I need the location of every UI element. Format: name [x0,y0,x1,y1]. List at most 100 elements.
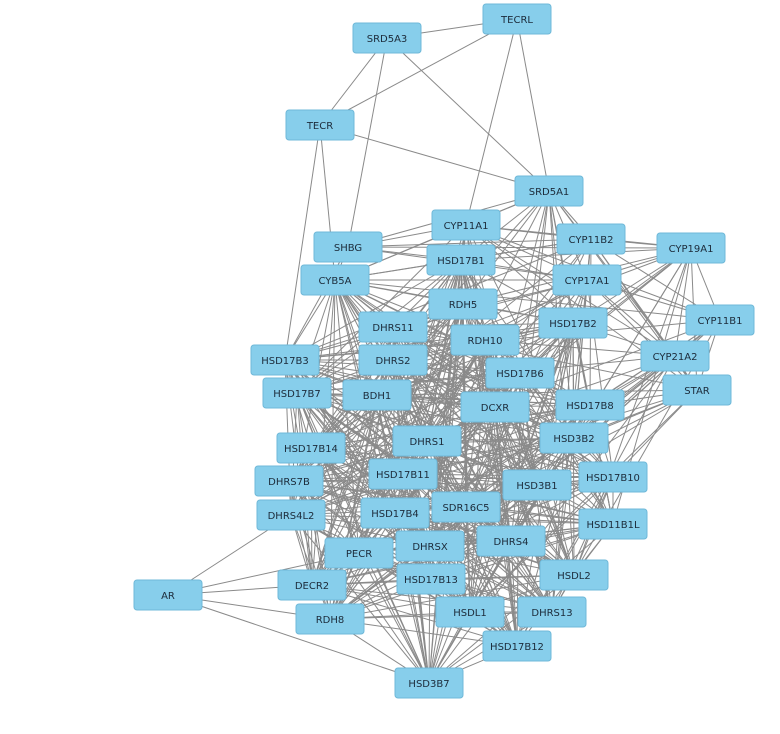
node-dhrs11[interactable]: DHRS11 [358,311,428,343]
node-box[interactable] [450,324,520,356]
node-box[interactable] [555,389,625,421]
node-hsd11b1l[interactable]: HSD11B1L [578,508,648,540]
node-box[interactable] [394,667,464,699]
node-box[interactable] [358,344,428,376]
node-pecr[interactable]: PECR [324,537,394,569]
node-box[interactable] [662,374,732,406]
node-dhrsx[interactable]: DHRSX [395,530,465,562]
node-hsdl2[interactable]: HSDL2 [539,559,609,591]
node-hsd3b1[interactable]: HSD3B1 [502,469,572,501]
node-star[interactable]: STAR [662,374,732,406]
node-cyp11a1[interactable]: CYP11A1 [431,209,501,241]
node-box[interactable] [539,559,609,591]
node-label: HSDL2 [557,571,591,582]
node-box[interactable] [656,232,726,264]
node-dhrs4[interactable]: DHRS4 [476,525,546,557]
node-box[interactable] [262,377,332,409]
node-box[interactable] [360,497,430,529]
node-tecr[interactable]: TECR [285,109,355,141]
node-cyp11b1[interactable]: CYP11B1 [685,304,755,336]
node-dhrs4l2[interactable]: DHRS4L2 [256,499,326,531]
node-tecrl[interactable]: TECRL [482,3,552,35]
node-box[interactable] [556,223,626,255]
node-dcxr[interactable]: DCXR [460,391,530,423]
node-ar[interactable]: AR [133,579,203,611]
node-dhrs2[interactable]: DHRS2 [358,344,428,376]
node-box[interactable] [254,465,324,497]
node-box[interactable] [578,461,648,493]
node-box[interactable] [368,458,438,490]
node-box[interactable] [250,344,320,376]
node-bdh1[interactable]: BDH1 [342,379,412,411]
node-box[interactable] [352,22,422,54]
node-box[interactable] [502,469,572,501]
node-rdh5[interactable]: RDH5 [428,288,498,320]
node-cyp17a1[interactable]: CYP17A1 [552,264,622,296]
node-box[interactable] [685,304,755,336]
node-sdr16c5[interactable]: SDR16C5 [431,491,501,523]
node-box[interactable] [514,175,584,207]
node-box[interactable] [482,630,552,662]
node-box[interactable] [395,530,465,562]
node-cyp21a2[interactable]: CYP21A2 [640,340,710,372]
node-hsd17b2[interactable]: HSD17B2 [538,307,608,339]
node-box[interactable] [300,264,370,296]
node-box[interactable] [133,579,203,611]
node-decr2[interactable]: DECR2 [277,569,347,601]
node-hsd17b1[interactable]: HSD17B1 [426,244,496,276]
node-dhrs7b[interactable]: DHRS7B [254,465,324,497]
node-box[interactable] [482,3,552,35]
node-box[interactable] [539,422,609,454]
node-box[interactable] [640,340,710,372]
node-label: BDH1 [363,391,391,402]
node-box[interactable] [476,525,546,557]
node-box[interactable] [342,379,412,411]
node-box[interactable] [431,209,501,241]
node-hsd17b10[interactable]: HSD17B10 [578,461,648,493]
node-hsd3b2[interactable]: HSD3B2 [539,422,609,454]
node-cyb5a[interactable]: CYB5A [300,264,370,296]
node-hsd17b6[interactable]: HSD17B6 [485,357,555,389]
node-hsd17b14[interactable]: HSD17B14 [276,432,346,464]
node-box[interactable] [324,537,394,569]
node-cyp11b2[interactable]: CYP11B2 [556,223,626,255]
node-box[interactable] [313,231,383,263]
node-box[interactable] [295,603,365,635]
node-shbg[interactable]: SHBG [313,231,383,263]
node-cyp19a1[interactable]: CYP19A1 [656,232,726,264]
node-box[interactable] [460,391,530,423]
node-box[interactable] [538,307,608,339]
node-box[interactable] [392,425,462,457]
node-box[interactable] [431,491,501,523]
node-box[interactable] [428,288,498,320]
node-box[interactable] [358,311,428,343]
node-hsd17b13[interactable]: HSD17B13 [396,563,466,595]
node-srd5a1[interactable]: SRD5A1 [514,175,584,207]
node-box[interactable] [426,244,496,276]
node-hsd17b11[interactable]: HSD17B11 [368,458,438,490]
node-hsd17b3[interactable]: HSD17B3 [250,344,320,376]
node-hsd17b8[interactable]: HSD17B8 [555,389,625,421]
node-hsd17b12[interactable]: HSD17B12 [482,630,552,662]
node-hsd3b7[interactable]: HSD3B7 [394,667,464,699]
node-box[interactable] [396,563,466,595]
node-box[interactable] [277,569,347,601]
node-dhrs1[interactable]: DHRS1 [392,425,462,457]
node-hsd17b4[interactable]: HSD17B4 [360,497,430,529]
node-box[interactable] [578,508,648,540]
node-srd5a3[interactable]: SRD5A3 [352,22,422,54]
node-dhrs13[interactable]: DHRS13 [517,596,587,628]
node-box[interactable] [485,357,555,389]
node-box[interactable] [517,596,587,628]
node-box[interactable] [276,432,346,464]
edge-PECR-CYB5A [334,279,360,554]
node-rdh8[interactable]: RDH8 [295,603,365,635]
node-label: HSD17B13 [404,575,458,586]
node-rdh10[interactable]: RDH10 [450,324,520,356]
node-hsdl1[interactable]: HSDL1 [435,596,505,628]
node-hsd17b7[interactable]: HSD17B7 [262,377,332,409]
node-box[interactable] [435,596,505,628]
node-box[interactable] [256,499,326,531]
node-box[interactable] [285,109,355,141]
node-box[interactable] [552,264,622,296]
